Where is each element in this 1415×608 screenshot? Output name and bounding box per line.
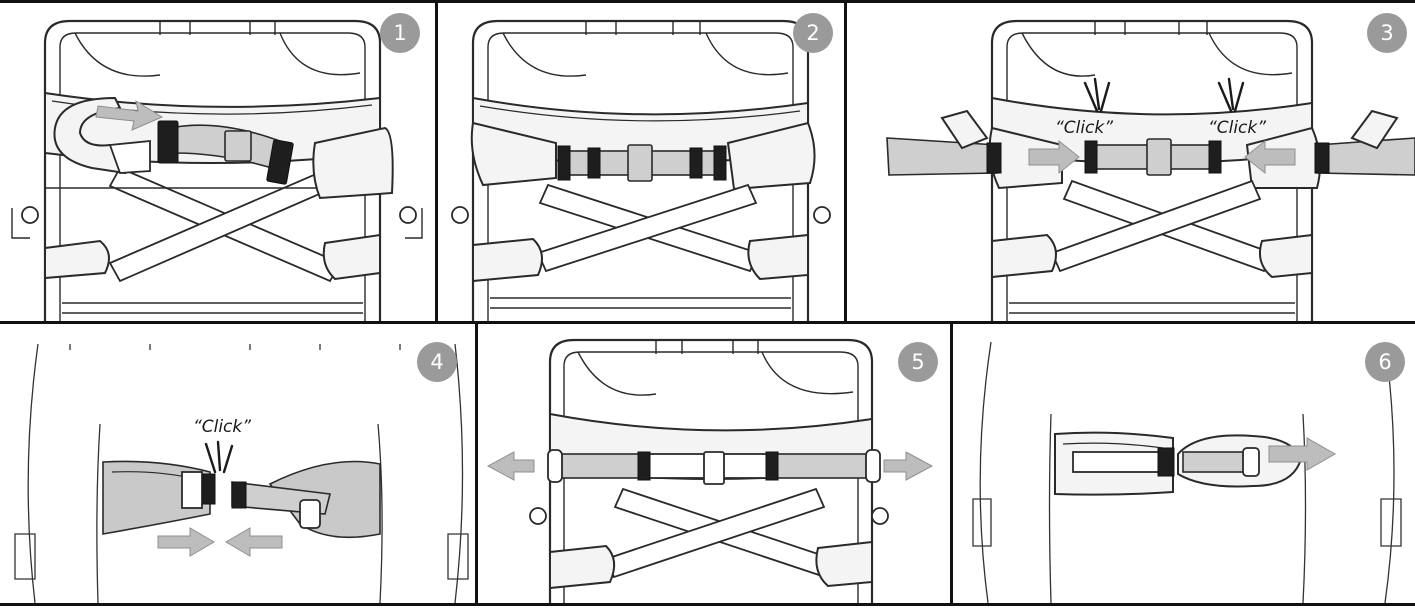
buckle-male	[231, 481, 247, 509]
belt-left	[102, 460, 216, 535]
step-1-panel: 1	[11, 13, 423, 321]
step-3-panel: “Click” “Click” 3	[886, 13, 1415, 321]
buckle-center-right	[689, 147, 703, 179]
buckle-center-left	[587, 147, 601, 179]
wheel-locks	[529, 507, 889, 525]
click-label-right: “Click”	[1208, 118, 1266, 138]
side-belt-right	[1314, 109, 1415, 176]
chair-frame	[43, 19, 382, 321]
svg-text:3: 3	[1380, 21, 1393, 45]
arrow-inward-left	[1028, 139, 1080, 175]
svg-text:2: 2	[806, 21, 819, 45]
svg-text:4: 4	[430, 350, 443, 374]
buckle-strap	[1084, 138, 1222, 176]
click-lines-right	[1217, 77, 1245, 113]
buckle-female	[202, 473, 216, 505]
divider-2-3	[844, 0, 847, 322]
svg-text:5: 5	[911, 350, 924, 374]
step-4-panel: “Click” 4	[14, 342, 469, 603]
arrow-push-right	[225, 527, 283, 557]
step-badge-4: 4	[417, 342, 457, 382]
buckle-male	[157, 120, 179, 164]
buckle	[1157, 447, 1175, 477]
cross-straps	[604, 487, 835, 579]
side-pads	[470, 121, 816, 191]
divider-1-2	[435, 0, 438, 322]
buckle-strap	[547, 449, 881, 485]
belt	[1054, 431, 1303, 496]
svg-text:6: 6	[1378, 350, 1391, 374]
wheel-locks	[451, 206, 831, 224]
svg-text:1: 1	[393, 21, 406, 45]
chair-frame	[990, 19, 1314, 321]
push-arrow	[95, 99, 164, 131]
person-back-outline	[972, 341, 1402, 603]
step-badge-3: 3	[1367, 13, 1407, 53]
click-lines-left	[1083, 77, 1111, 113]
arrow-push-left	[157, 527, 215, 557]
cross-straps	[536, 183, 760, 273]
side-pad-right	[312, 126, 394, 200]
cross-straps	[1050, 179, 1274, 273]
arrow-pull-right	[1268, 437, 1337, 471]
wheel-locks	[11, 206, 423, 239]
row-divider	[0, 321, 1415, 324]
side-belt-left	[886, 109, 1002, 176]
buckle-strap	[157, 120, 294, 185]
step-2-panel: 2	[451, 13, 833, 321]
lower-pads	[44, 233, 381, 281]
arrow-pull-right	[883, 451, 934, 481]
chair-frame	[548, 338, 874, 603]
buckle-left	[557, 145, 571, 181]
step-badge-6: 6	[1365, 342, 1405, 382]
belt-right	[231, 460, 381, 539]
lower-pads	[472, 233, 809, 283]
divider-5-6	[950, 322, 953, 606]
click-label: “Click”	[193, 417, 251, 437]
step-badge-5: 5	[898, 342, 938, 382]
bottom-border	[0, 603, 1415, 606]
buckle-female	[266, 139, 294, 185]
person-back-outline	[14, 343, 469, 603]
buckle-right	[713, 145, 727, 181]
top-border	[0, 0, 1415, 3]
divider-4-5	[475, 322, 478, 606]
arrow-pull-left	[486, 451, 535, 481]
step-6-panel: 6	[972, 341, 1405, 603]
step-badge-1: 1	[380, 13, 420, 53]
step-badge-2: 2	[793, 13, 833, 53]
click-lines	[204, 440, 234, 474]
left-strap-loop	[53, 96, 151, 175]
lower-pads	[991, 233, 1313, 279]
click-label-left: “Click”	[1055, 118, 1113, 138]
step-5-panel: 5	[486, 338, 938, 603]
lower-pads	[549, 540, 873, 590]
arrow-inward-right	[1244, 139, 1296, 175]
buckle-strap	[557, 144, 727, 182]
